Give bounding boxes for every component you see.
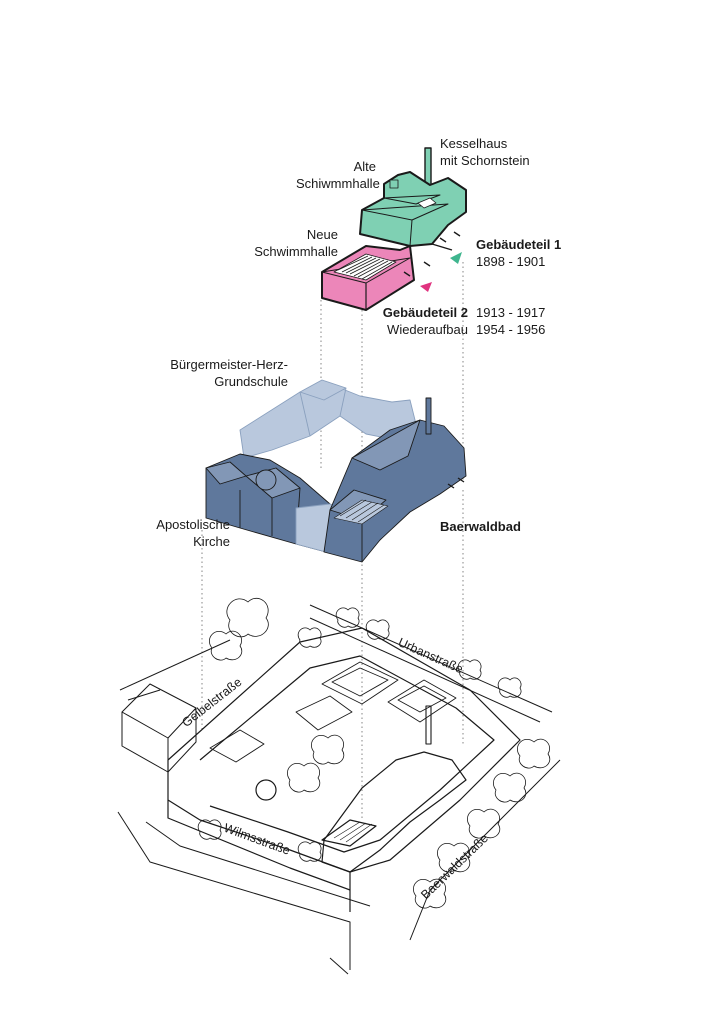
neighbour-building (121, 683, 197, 773)
label-gebaeudeteil-2: Gebäudeteil 2 Wiederaufbau (366, 304, 468, 338)
school-wing (239, 379, 417, 459)
marker-part-2 (420, 282, 432, 292)
church-dome (255, 469, 277, 491)
gebaeudeteil-2-title: Gebäudeteil 2 (382, 305, 468, 320)
label-baerwaldbad: Baerwaldbad (440, 519, 521, 534)
label-neue-schwimmhalle: Neue Schwimmhalle (250, 226, 338, 260)
label-grundschule-line-1: Bürgermeister-Herz- (170, 357, 288, 372)
label-alte-line-1: Alte (353, 159, 376, 174)
gebaeudeteil-2-years: 1913 - 1917 (476, 305, 546, 320)
part-1-alte-schwimmhalle (359, 171, 467, 251)
bath-wing (323, 397, 467, 563)
gebaeudeteil-1-title: Gebäudeteil 1 (476, 237, 562, 252)
label-alte-schwimmhalle: Alte Schiwmmhalle (296, 158, 380, 192)
bath-wing-chimney (425, 397, 432, 435)
label-gebaeudeteil-2-years: 1913 - 1917 1954 - 1956 (476, 304, 545, 338)
gebaeudeteil-2-rebuild-label: Wiederaufbau (387, 322, 468, 337)
church-dome-site (255, 779, 277, 801)
label-neue-line-2: Schwimmhalle (254, 244, 338, 259)
site-plan (117, 597, 561, 975)
gebaeudeteil-1-years: 1898 - 1901 (476, 254, 546, 269)
courtyard-buildings (209, 661, 457, 763)
label-grundschule-line-2: Grundschule (214, 374, 288, 389)
block-massing (205, 379, 467, 563)
label-kirche-line-2: Kirche (193, 534, 230, 549)
bath-in-site (255, 705, 467, 873)
street-outlines (117, 604, 561, 975)
part-2-neue-schwimmhalle (321, 245, 431, 311)
trees (197, 597, 551, 909)
label-grundschule: Bürgermeister-Herz- Grundschule (150, 356, 288, 390)
label-gebaeudeteil-1: Gebäudeteil 1 1898 - 1901 (476, 236, 561, 270)
label-kirche-line-1: Apostolische (156, 517, 230, 532)
label-kesselhaus: Kesselhaus mit Schornstein (440, 135, 530, 169)
gebaeudeteil-2-rebuild-years: 1954 - 1956 (476, 322, 546, 337)
stand-steps (333, 253, 397, 281)
bath-wing-steps (333, 499, 389, 525)
marker-part-1 (450, 252, 462, 264)
label-kesselhaus-line-2: mit Schornstein (440, 153, 530, 168)
bath-building-parts (321, 147, 467, 311)
label-neue-line-1: Neue (306, 227, 338, 242)
label-kesselhaus-line-1: Kesselhaus (440, 136, 508, 151)
label-alte-line-2: Schiwmmhalle (296, 176, 380, 191)
label-apostolische-kirche: Apostolische Kirche (140, 516, 230, 550)
